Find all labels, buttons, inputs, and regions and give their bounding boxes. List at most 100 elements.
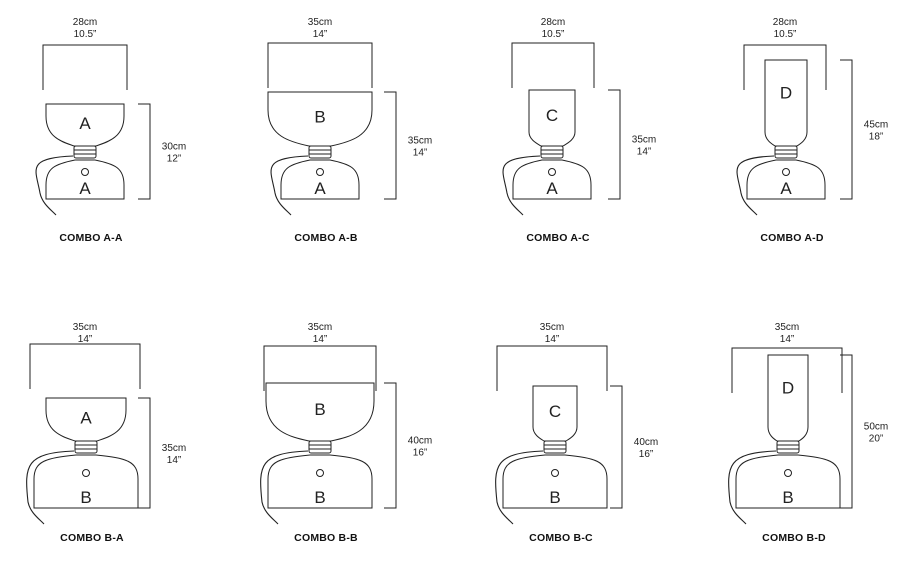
shade-letter: B	[314, 107, 325, 126]
combo-caption: COMBO A-B	[294, 232, 357, 244]
neck-joint	[73, 145, 97, 159]
base-letter: B	[314, 488, 325, 507]
shade-letter: B	[314, 400, 325, 419]
width-bracket	[731, 347, 843, 393]
width-bracket	[743, 44, 827, 90]
combo-caption: COMBO B-C	[529, 532, 593, 544]
lamp-base	[267, 454, 373, 509]
lamp-base	[746, 159, 826, 200]
lamp-shade	[528, 89, 576, 147]
height-cm-label: 50cm	[864, 422, 888, 433]
combo-caption: COMBO A-C	[526, 232, 589, 244]
width-bracket	[267, 42, 373, 88]
switch-icon	[316, 168, 324, 176]
height-bracket	[138, 397, 151, 509]
width-in-label: 14”	[545, 334, 559, 345]
neck-joint	[540, 145, 564, 159]
combo-caption: COMBO A-A	[59, 232, 122, 244]
switch-icon	[81, 168, 89, 176]
power-cord	[26, 450, 75, 525]
width-bracket	[42, 44, 128, 90]
combo-caption: COMBO B-B	[294, 532, 358, 544]
switch-icon	[551, 469, 559, 477]
height-in-label: 16”	[413, 448, 427, 459]
lamp-shade	[767, 354, 809, 442]
width-cm-label: 35cm	[775, 322, 799, 333]
switch-icon	[782, 168, 790, 176]
lamp-shade	[764, 59, 808, 147]
height-bracket	[138, 103, 151, 200]
width-cm-label: 35cm	[308, 17, 332, 28]
shade-letter: A	[80, 408, 92, 427]
lamp-shade	[45, 103, 125, 147]
height-bracket	[840, 354, 853, 509]
height-bracket	[610, 385, 623, 509]
base-letter: B	[549, 488, 560, 507]
height-bracket	[384, 382, 397, 509]
shade-letter: C	[546, 106, 558, 125]
width-in-label: 10.5”	[774, 29, 797, 40]
neck-joint	[308, 440, 332, 454]
height-cm-label: 30cm	[162, 142, 186, 153]
width-in-label: 14”	[313, 29, 327, 40]
height-bracket	[608, 89, 621, 200]
neck-joint	[776, 440, 800, 454]
width-cm-label: 28cm	[773, 17, 797, 28]
width-in-label: 10.5”	[542, 29, 565, 40]
height-in-label: 14”	[167, 455, 181, 466]
power-cord	[728, 450, 777, 525]
width-cm-label: 28cm	[73, 17, 97, 28]
power-cord	[270, 155, 309, 216]
lamp-shade	[267, 91, 373, 147]
lamp-base	[512, 159, 592, 200]
height-bracket	[384, 91, 397, 200]
base-letter: A	[546, 179, 558, 198]
base-letter: A	[79, 179, 91, 198]
height-in-label: 20”	[869, 434, 883, 445]
width-bracket	[263, 345, 377, 391]
height-bracket	[840, 59, 853, 200]
height-cm-label: 40cm	[634, 437, 658, 448]
lamp-shade	[532, 385, 578, 442]
shade-letter: D	[780, 84, 792, 103]
width-cm-label: 35cm	[73, 322, 97, 333]
width-bracket	[29, 343, 141, 389]
base-letter: B	[782, 488, 793, 507]
lamp-base	[735, 454, 841, 509]
height-cm-label: 35cm	[162, 443, 186, 454]
width-in-label: 14”	[780, 334, 794, 345]
height-in-label: 12”	[167, 154, 181, 165]
neck-joint	[774, 145, 798, 159]
lamp-shade	[265, 382, 375, 442]
switch-icon	[82, 469, 90, 477]
combo-caption: COMBO B-D	[762, 532, 826, 544]
base-letter: A	[314, 179, 326, 198]
height-cm-label: 40cm	[408, 436, 432, 447]
power-cord	[35, 155, 74, 216]
switch-icon	[548, 168, 556, 176]
width-in-label: 14”	[313, 334, 327, 345]
neck-joint	[543, 440, 567, 454]
power-cord	[495, 450, 544, 525]
width-bracket	[496, 345, 608, 391]
lamp-shade	[45, 397, 127, 442]
lamp-base	[33, 454, 139, 509]
switch-icon	[784, 469, 792, 477]
height-in-label: 18”	[869, 132, 883, 143]
height-in-label: 16”	[639, 449, 653, 460]
switch-icon	[316, 469, 324, 477]
lamp-base	[502, 454, 608, 509]
shade-letter: D	[782, 379, 794, 398]
power-cord	[502, 155, 541, 216]
width-cm-label: 35cm	[308, 322, 332, 333]
power-cord	[736, 155, 775, 216]
height-cm-label: 35cm	[632, 135, 656, 146]
width-in-label: 14”	[78, 334, 92, 345]
